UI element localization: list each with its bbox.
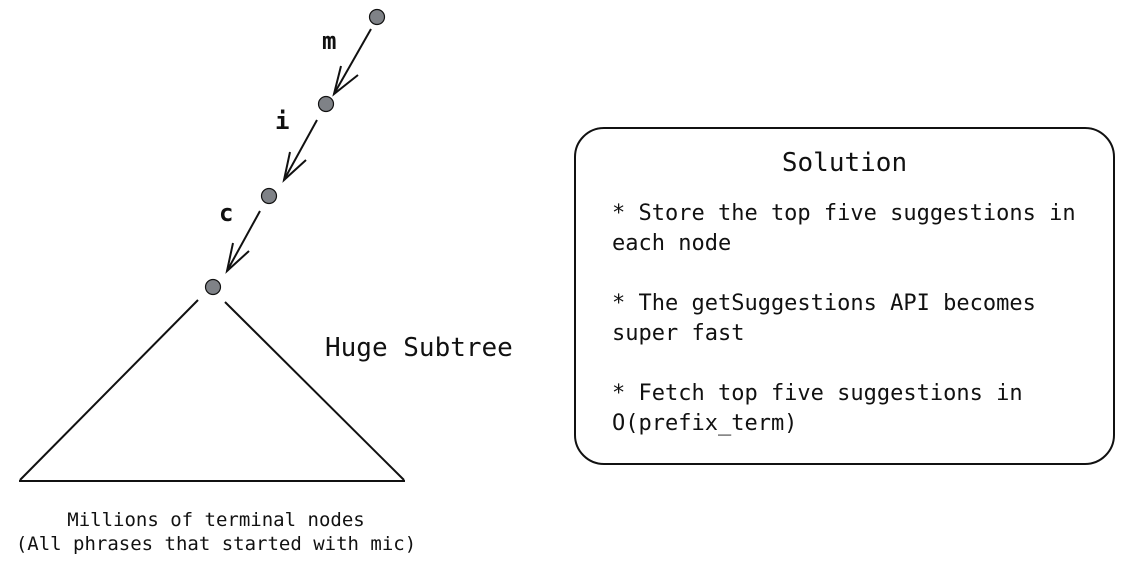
arrowhead-icon	[225, 242, 250, 274]
trie-node-i	[260, 187, 278, 205]
subtree-caption-line1: Millions of terminal nodes	[67, 509, 364, 531]
solution-box: Solution * Store the top five suggestion…	[574, 127, 1115, 465]
subtree-label: Huge Subtree	[325, 333, 513, 363]
trie-node-m	[317, 95, 335, 113]
edge-label-m: m	[322, 27, 336, 55]
subtree-triangle	[19, 299, 405, 482]
edge-label-c: c	[219, 199, 233, 227]
trie-node-root	[368, 8, 386, 26]
solution-point: * Fetch top five suggestions in O(prefix…	[612, 381, 1023, 436]
solution-list: * Store the top five suggestions in each…	[612, 199, 1092, 469]
trie-node-c	[204, 278, 222, 296]
solution-point: * Store the top five suggestions in each…	[612, 201, 1076, 256]
subtree-caption-line2: (All phrases that started with mic)	[16, 533, 416, 555]
solution-point: * The getSuggestions API becomes super f…	[612, 291, 1036, 346]
solution-title: Solution	[781, 148, 908, 178]
edge-label-i: i	[275, 107, 289, 135]
edge-c	[225, 210, 261, 274]
edge-m	[332, 28, 372, 97]
arrowhead-icon	[282, 151, 307, 183]
arrowhead-icon	[332, 65, 359, 97]
edge-i	[282, 119, 318, 183]
